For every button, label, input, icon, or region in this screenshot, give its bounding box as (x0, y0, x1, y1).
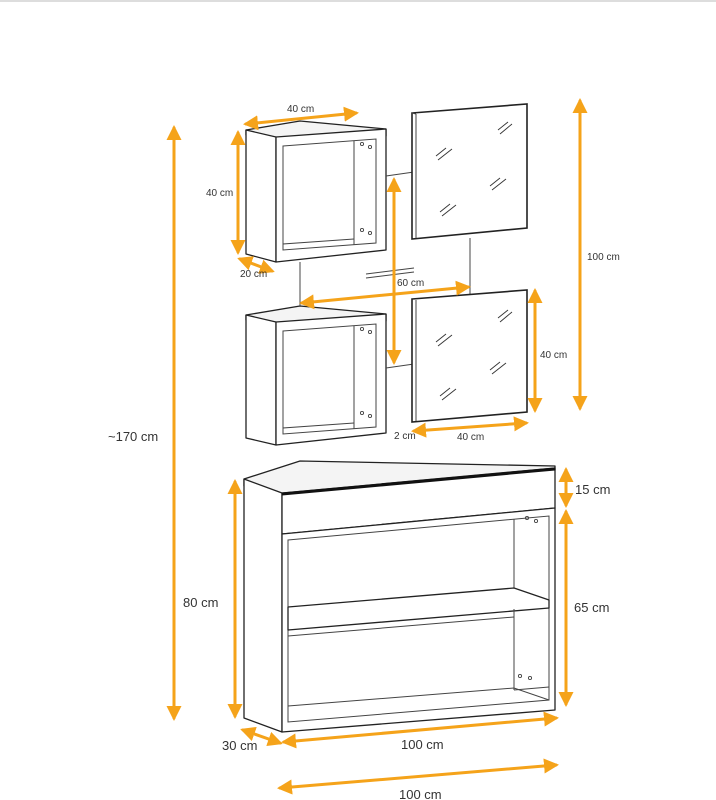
dimension-labels: 40 cm 40 cm 20 cm 60 cm 100 cm 40 cm 2 c… (108, 104, 620, 800)
label-console-height: 80 cm (183, 595, 218, 610)
mirror-glare-icon (435, 121, 513, 217)
label-cube-height: 40 cm (206, 188, 233, 199)
label-console-width: 100 cm (401, 737, 444, 752)
dim-line-mirror-span (299, 280, 471, 310)
label-mirror-span: 60 cm (397, 278, 424, 289)
dim-line-console-depth (240, 726, 283, 747)
console-cabinet (243, 460, 556, 733)
dim-line-cube-depth (237, 256, 275, 274)
label-overall-170: ~170 cm (108, 429, 158, 444)
dimension-lines (166, 98, 588, 795)
label-overall-100: 100 cm (587, 252, 620, 263)
lower-mirror (411, 289, 528, 423)
upper-mirror (411, 103, 528, 240)
lower-cube-shelf (245, 305, 387, 446)
mirror-glare-icon (435, 309, 513, 401)
label-open-height: 65 cm (574, 600, 609, 615)
label-console-depth: 30 cm (222, 738, 257, 753)
dim-line-overall-width (277, 758, 559, 795)
dim-line-mirror-width (411, 416, 529, 438)
upper-cube-shelf (245, 120, 387, 263)
dim-line-console-width (281, 711, 559, 749)
label-cube-width: 40 cm (287, 104, 314, 115)
label-mirror-width: 40 cm (457, 432, 484, 443)
label-drawer-height: 15 cm (575, 482, 610, 497)
dim-line-cube-width (243, 106, 359, 131)
label-mirror-thickness: 2 cm (394, 431, 416, 442)
label-overall-width: 100 cm (399, 787, 442, 800)
label-mirror-height: 40 cm (540, 350, 567, 361)
label-cube-depth: 20 cm (240, 269, 267, 280)
